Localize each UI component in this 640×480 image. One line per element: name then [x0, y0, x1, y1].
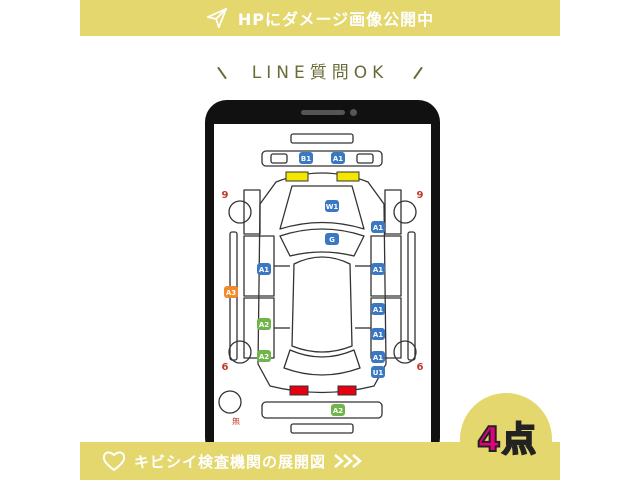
svg-text:A1: A1 [373, 306, 383, 314]
wheel-front-right [393, 200, 417, 224]
damage-marker: A1 [331, 152, 345, 164]
damage-marker: A1 [371, 351, 385, 363]
diagram-part [279, 228, 365, 257]
svg-text:A1: A1 [373, 224, 383, 232]
diagram-part [261, 150, 383, 167]
line-heading: LINE質問OK [0, 58, 640, 83]
diagram-part [243, 297, 275, 359]
headlight-right [336, 171, 360, 182]
diagram-part [356, 153, 374, 164]
svg-text:A3: A3 [226, 289, 236, 297]
diagram-part [243, 189, 261, 235]
wheel-rear-left [228, 340, 252, 364]
headlight-left [285, 171, 309, 182]
diagram-part [370, 235, 402, 297]
send-icon [206, 7, 227, 29]
damage-marker: A2 [331, 404, 345, 416]
heart-icon [102, 451, 126, 472]
wheel-condition-label: 9 [222, 190, 229, 201]
damage-marker: G [325, 233, 339, 245]
wheel-condition-label: 9 [417, 190, 424, 201]
svg-text:U1: U1 [373, 369, 384, 377]
svg-text:G: G [329, 236, 335, 244]
svg-text:A2: A2 [259, 321, 269, 329]
diagram-part [257, 172, 387, 394]
spare-tire-label: 無 [232, 416, 240, 426]
svg-text:B1: B1 [301, 155, 311, 163]
diagram-part [384, 189, 402, 235]
svg-text:A2: A2 [259, 353, 269, 361]
svg-text:A1: A1 [373, 331, 383, 339]
line-heading-text: LINE質問OK [251, 63, 389, 83]
svg-text:A1: A1 [333, 155, 343, 163]
damage-marker: A2 [257, 318, 271, 330]
damage-marker: A1 [371, 221, 385, 233]
points-score: 4点 [476, 419, 537, 461]
bottom-banner-text: キビシイ検査機関の展開図 [134, 452, 327, 471]
diagram-part [279, 185, 365, 230]
svg-text:A2: A2 [333, 407, 343, 415]
damage-marker: W1 [325, 200, 339, 212]
svg-text:A1: A1 [373, 354, 383, 362]
heading-deco-right [412, 66, 423, 80]
diagram-part [261, 401, 383, 419]
wheel-front-left [228, 200, 252, 224]
phone-speaker [301, 110, 345, 115]
damage-marker: A2 [257, 350, 271, 362]
damage-marker: B1 [299, 152, 313, 164]
diagram-part [270, 153, 288, 164]
wheel-condition-label: 6 [417, 362, 424, 373]
points-circle [460, 393, 552, 480]
wheel-condition-label: 6 [222, 362, 229, 373]
wheel-rear-right [393, 340, 417, 364]
damage-marker: U1 [371, 366, 385, 378]
diagram-part [290, 133, 354, 144]
diagram-part [283, 349, 361, 376]
taillight-left [289, 385, 309, 396]
diagram-part [291, 256, 353, 353]
diagram-part [243, 235, 275, 297]
diagram-part [407, 231, 416, 361]
damage-marker: A1 [257, 263, 271, 275]
diagram-part [370, 297, 402, 359]
heading-deco-left [217, 66, 228, 80]
damage-marker: A1 [371, 303, 385, 315]
svg-text:A1: A1 [373, 266, 383, 274]
top-banner: HPにダメージ画像公開中 [80, 0, 560, 36]
svg-text:A1: A1 [259, 266, 269, 274]
phone-camera [350, 109, 357, 116]
svg-text:W1: W1 [326, 203, 339, 211]
diagram-part [290, 423, 354, 434]
taillight-right [337, 385, 357, 396]
double-chevron-right-icon [334, 454, 362, 468]
damage-marker: A3 [224, 286, 238, 298]
spare-tire [218, 390, 242, 414]
damage-marker: A1 [371, 263, 385, 275]
damage-marker: A1 [371, 328, 385, 340]
top-banner-text: HPにダメージ画像公開中 [237, 10, 435, 29]
